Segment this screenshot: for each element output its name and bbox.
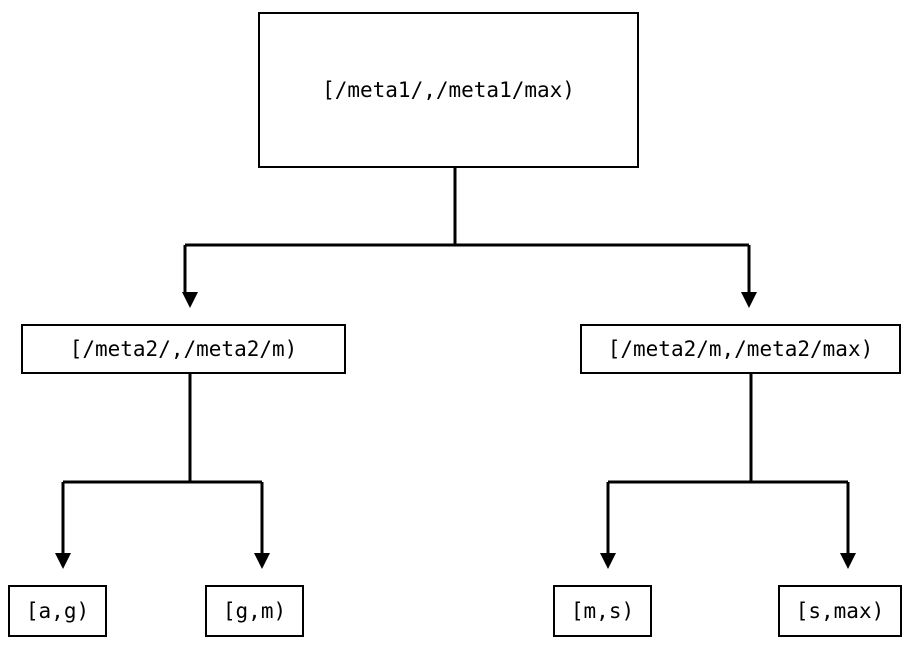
arrowhead-icon-mid-left [182, 292, 198, 308]
tree-node-root-label: [/meta1/,/meta1/max) [322, 77, 575, 102]
tree-node-leaf-1[interactable]: [a,g) [8, 585, 107, 637]
tree-node-mid-right[interactable]: [/meta2/m,/meta2/max) [580, 324, 901, 374]
tree-node-leaf-2-label: [g,m) [222, 598, 287, 623]
tree-node-mid-left[interactable]: [/meta2/,/meta2/m) [21, 324, 346, 374]
tree-node-leaf-4[interactable]: [s,max) [778, 585, 902, 637]
tree-node-mid-right-label: [/meta2/m,/meta2/max) [607, 336, 874, 361]
arrowhead-icon-leaf-1 [55, 553, 71, 569]
tree-node-leaf-2[interactable]: [g,m) [205, 585, 304, 637]
tree-node-mid-left-label: [/meta2/,/meta2/m) [69, 336, 298, 361]
tree-node-root[interactable]: [/meta1/,/meta1/max) [258, 12, 639, 168]
arrowhead-icon-leaf-2 [254, 553, 270, 569]
tree-node-leaf-1-label: [a,g) [25, 598, 90, 623]
arrowhead-icon-leaf-4 [840, 553, 856, 569]
arrowhead-icon-leaf-3 [600, 553, 616, 569]
tree-node-leaf-4-label: [s,max) [795, 598, 885, 623]
tree-node-leaf-3-label: [m,s) [570, 598, 635, 623]
arrowhead-icon-mid-right [741, 292, 757, 308]
tree-node-leaf-3[interactable]: [m,s) [553, 585, 652, 637]
